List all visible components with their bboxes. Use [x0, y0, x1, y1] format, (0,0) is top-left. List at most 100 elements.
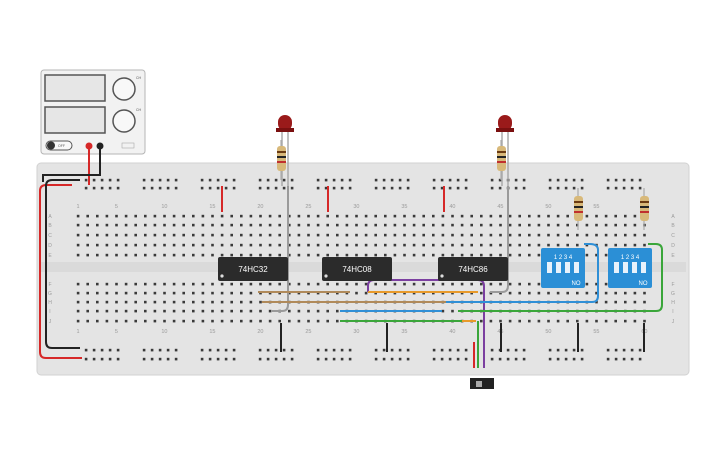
- voltage-knob-icon[interactable]: [112, 77, 136, 101]
- breadboard-hole: [393, 253, 397, 257]
- breadboard-hole: [464, 178, 468, 182]
- breadboard-hole: [345, 282, 349, 286]
- column-number: 10: [161, 204, 167, 210]
- breadboard-hole: [230, 291, 233, 295]
- breadboard-hole: [96, 282, 99, 286]
- breadboard-hole: [182, 319, 185, 323]
- breadboard-hole: [345, 223, 349, 227]
- chip-74hc32[interactable]: 74HC32: [218, 257, 288, 281]
- breadboard-hole: [150, 186, 154, 190]
- breadboard-hole: [92, 357, 96, 361]
- breadboard-hole: [456, 186, 460, 190]
- breadboard-hole: [268, 223, 272, 227]
- breadboard-hole: [208, 178, 212, 182]
- breadboard-hole: [220, 223, 224, 227]
- breadboard-hole: [480, 214, 483, 218]
- breadboard-hole: [290, 348, 294, 352]
- breadboard-hole: [374, 253, 377, 257]
- resistor-led-2[interactable]: [497, 140, 506, 180]
- resistor-dip-2[interactable]: [640, 188, 649, 230]
- breadboard-hole: [288, 223, 291, 227]
- breadboard-hole: [172, 300, 176, 304]
- breadboard-hole: [211, 233, 214, 237]
- breadboard-hole: [316, 319, 320, 323]
- breadboard-hole: [84, 186, 88, 190]
- breadboard-hole: [622, 357, 626, 361]
- breadboard-hole: [259, 300, 262, 304]
- breadboard-hole: [382, 178, 386, 182]
- breadboard-hole: [201, 233, 205, 237]
- breadboard-hole: [211, 253, 214, 257]
- breadboard-hole: [297, 282, 301, 286]
- breadboard-hole: [564, 348, 568, 352]
- breadboard-hole: [595, 223, 598, 227]
- breadboard-hole: [92, 186, 96, 190]
- breadboard-hole: [100, 178, 104, 182]
- breadboard-hole: [86, 309, 89, 313]
- breadboard-hole: [76, 300, 80, 304]
- breadboard-hole: [564, 186, 568, 190]
- breadboard-hole: [282, 348, 286, 352]
- dip-positions: 1 2 3 4: [621, 255, 640, 261]
- breadboard-hole: [390, 186, 394, 190]
- breadboard-hole: [134, 223, 137, 227]
- breadboard-hole: [268, 291, 272, 295]
- dip-switch-2[interactable]: 1 2 3 4 NO: [608, 248, 652, 288]
- breadboard-hole: [249, 319, 253, 323]
- resistor-dip-1[interactable]: [574, 188, 583, 230]
- breadboard-hole: [556, 233, 560, 237]
- breadboard-hole: [340, 348, 344, 352]
- breadboard-hole: [422, 253, 425, 257]
- breadboard-hole: [508, 319, 512, 323]
- dip-switch-1[interactable]: 1 2 3 4 NO: [541, 248, 585, 288]
- breadboard-hole: [232, 348, 236, 352]
- breadboard-hole: [518, 282, 521, 286]
- breadboard-hole: [470, 233, 473, 237]
- breadboard-hole: [470, 243, 473, 247]
- breadboard-hole: [324, 357, 328, 361]
- breadboard-hole: [208, 186, 212, 190]
- breadboard-hole: [174, 357, 178, 361]
- current-knob-icon[interactable]: [112, 109, 136, 133]
- slide-switch[interactable]: [470, 378, 494, 389]
- breadboard-hole: [166, 178, 170, 182]
- breadboard-hole: [105, 282, 109, 286]
- led-2[interactable]: [496, 115, 514, 186]
- breadboard-hole: [614, 223, 617, 227]
- breadboard-hole: [288, 319, 291, 323]
- power-wires[interactable]: [39, 146, 101, 359]
- chip-74hc08[interactable]: 74HC08: [322, 257, 392, 281]
- resistor-led-1[interactable]: [277, 140, 286, 180]
- breadboard-hole: [580, 186, 584, 190]
- breadboard-hole: [422, 233, 425, 237]
- breadboard-hole: [92, 178, 96, 182]
- breadboard-hole: [96, 253, 99, 257]
- chip-74hc86[interactable]: 74HC86: [438, 257, 508, 281]
- breadboard-hole: [240, 243, 243, 247]
- breadboard-hole: [326, 223, 329, 227]
- breadboard-hole: [258, 348, 262, 352]
- breadboard-hole: [96, 300, 99, 304]
- breadboard-hole: [326, 243, 329, 247]
- chip-label: 74HC08: [342, 265, 372, 274]
- breadboard-hole: [604, 291, 608, 295]
- breadboard-hole: [211, 214, 214, 218]
- row-letter: I: [49, 309, 50, 315]
- breadboard-hole: [390, 178, 394, 182]
- breadboard-hole: [336, 223, 339, 227]
- row-letter: H: [671, 300, 675, 306]
- breadboard-hole: [192, 319, 195, 323]
- breadboard-hole: [153, 300, 157, 304]
- breadboard-hole: [412, 233, 416, 237]
- breadboard-hole: [182, 243, 185, 247]
- breadboard-hole: [105, 233, 109, 237]
- breadboard-hole: [514, 348, 518, 352]
- breadboard-hole: [585, 214, 589, 218]
- breadboard-hole: [144, 223, 147, 227]
- breadboard-hole: [150, 348, 154, 352]
- signal-wires[interactable]: [258, 186, 663, 368]
- breadboard-hole: [326, 309, 329, 313]
- power-supply[interactable]: CH CH OFF: [40, 69, 146, 155]
- breadboard-hole: [163, 233, 166, 237]
- breadboard-hole: [316, 282, 320, 286]
